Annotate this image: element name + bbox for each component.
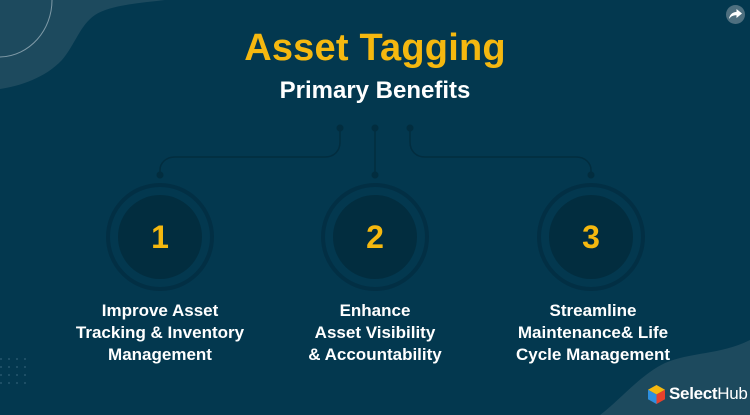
benefit-label-3: Streamline Maintenance& Life Cycle Manag… bbox=[483, 300, 703, 366]
benefit-label-line: Streamline bbox=[549, 301, 637, 320]
benefit-label-line: Maintenance& Life bbox=[517, 323, 669, 342]
benefit-circle-2 bbox=[321, 183, 429, 291]
benefit-label-line: Asset Visibility bbox=[314, 323, 436, 342]
benefit-label-line: Management bbox=[108, 345, 212, 364]
connector-lines bbox=[159, 128, 592, 175]
share-button[interactable] bbox=[726, 5, 745, 24]
benefit-label-line: Cycle Management bbox=[516, 345, 670, 364]
benefit-label-2: Enhance Asset Visibility & Accountabilit… bbox=[265, 300, 485, 366]
top-left-arc bbox=[0, 0, 53, 58]
bottom-right-blob bbox=[600, 340, 750, 415]
benefit-circle-3 bbox=[537, 183, 645, 291]
dot-grid bbox=[0, 358, 26, 384]
benefit-number-1: 1 bbox=[151, 219, 169, 255]
benefit-label-line: Improve Asset bbox=[101, 301, 219, 320]
page-subtitle: Primary Benefits bbox=[279, 77, 471, 104]
brand-name-bold: Select bbox=[669, 384, 718, 403]
benefit-label-line: Tracking & Inventory bbox=[75, 323, 245, 342]
benefit-label-line: & Accountability bbox=[308, 345, 442, 364]
benefit-label-line: Enhance bbox=[339, 301, 411, 320]
selecthub-logo: SelectHub bbox=[648, 384, 748, 404]
benefit-label-1: Improve Asset Tracking & Inventory Manag… bbox=[50, 300, 270, 366]
page-title: Asset Tagging bbox=[244, 27, 506, 69]
share-arrow-icon bbox=[729, 9, 742, 19]
connector-dots bbox=[156, 124, 595, 179]
benefit-number-3: 3 bbox=[582, 219, 600, 255]
cube-logo-icon bbox=[648, 384, 665, 404]
benefit-number-2: 2 bbox=[366, 219, 384, 255]
benefit-circle-1 bbox=[106, 183, 214, 291]
brand-name: SelectHub bbox=[669, 384, 748, 404]
brand-name-regular: Hub bbox=[717, 384, 748, 403]
top-left-blob bbox=[0, 0, 165, 89]
